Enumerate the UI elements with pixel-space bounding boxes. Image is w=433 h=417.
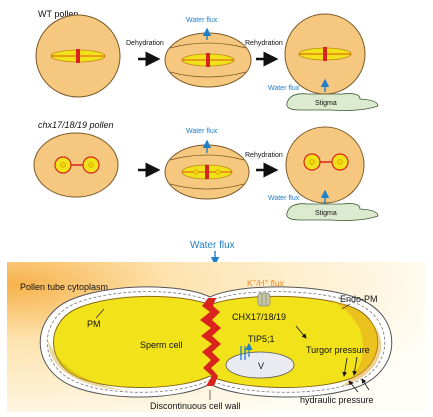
- stigma-2: Stigma: [286, 203, 379, 221]
- hydraulic-arrow-2: [361, 378, 370, 391]
- vacuole: [225, 351, 295, 379]
- wt-pollen-rehydrated: [284, 13, 366, 95]
- wall-label: Discontinuous cell wall: [150, 401, 241, 411]
- hydraulic-arrow-1: [348, 380, 359, 393]
- wt-pollen-dehydrated: [164, 32, 252, 88]
- water-flux-label-4: Water flux: [268, 195, 300, 202]
- discontinuous-wall-junction: [200, 298, 221, 386]
- turgor-arrow-1: [342, 357, 348, 377]
- k-h-flux-label: K+/H+ flux: [247, 278, 285, 288]
- turgor-label: Turgor pressure: [306, 345, 370, 355]
- chx-pollen-hydrated: [33, 132, 119, 198]
- bottom-water-flux-label: Water flux: [190, 240, 235, 251]
- chx-to-turgor-arrow: [295, 325, 307, 339]
- vacuole-label: V: [258, 361, 264, 371]
- cytoplasm-label: Pollen tube cytoplasm: [20, 282, 108, 292]
- chx-pollen-rehydrated: [285, 126, 365, 204]
- chx-label: CHX17/18/19: [232, 312, 286, 322]
- hydraulic-label: hydraulic pressure: [300, 395, 374, 405]
- water-flux-label-1: Water flux: [186, 17, 218, 24]
- stigma-label-2: Stigma: [315, 210, 337, 217]
- turgor-arrow-2: [352, 356, 358, 376]
- pm-label: PM: [87, 319, 101, 329]
- sperm-junction: [76, 49, 80, 63]
- tip-label: TIP5;1: [248, 334, 275, 344]
- wt-pollen-hydrated: [35, 14, 121, 98]
- rehydration-label-2: Rehydration: [245, 152, 283, 159]
- chx-transporter: [257, 292, 271, 307]
- mut-label: chx17/18/19 pollen: [38, 120, 114, 130]
- endo-pm-label: Endo-PM: [340, 294, 378, 304]
- water-flux-label-2: Water flux: [268, 85, 300, 92]
- sperm-cell-label: Sperm cell: [140, 340, 183, 350]
- stigma-label-1: Stigma: [315, 100, 337, 107]
- water-flux-label-3: Water flux: [186, 128, 218, 135]
- wt-label: WT pollen: [38, 9, 78, 19]
- rehydration-label-1: Rehydration: [245, 40, 283, 47]
- tip51-channel: [240, 342, 253, 360]
- stigma-1: Stigma: [286, 93, 379, 111]
- dehydration-label: Dehydration: [126, 40, 164, 47]
- chx-pollen-dehydrated: [164, 144, 250, 200]
